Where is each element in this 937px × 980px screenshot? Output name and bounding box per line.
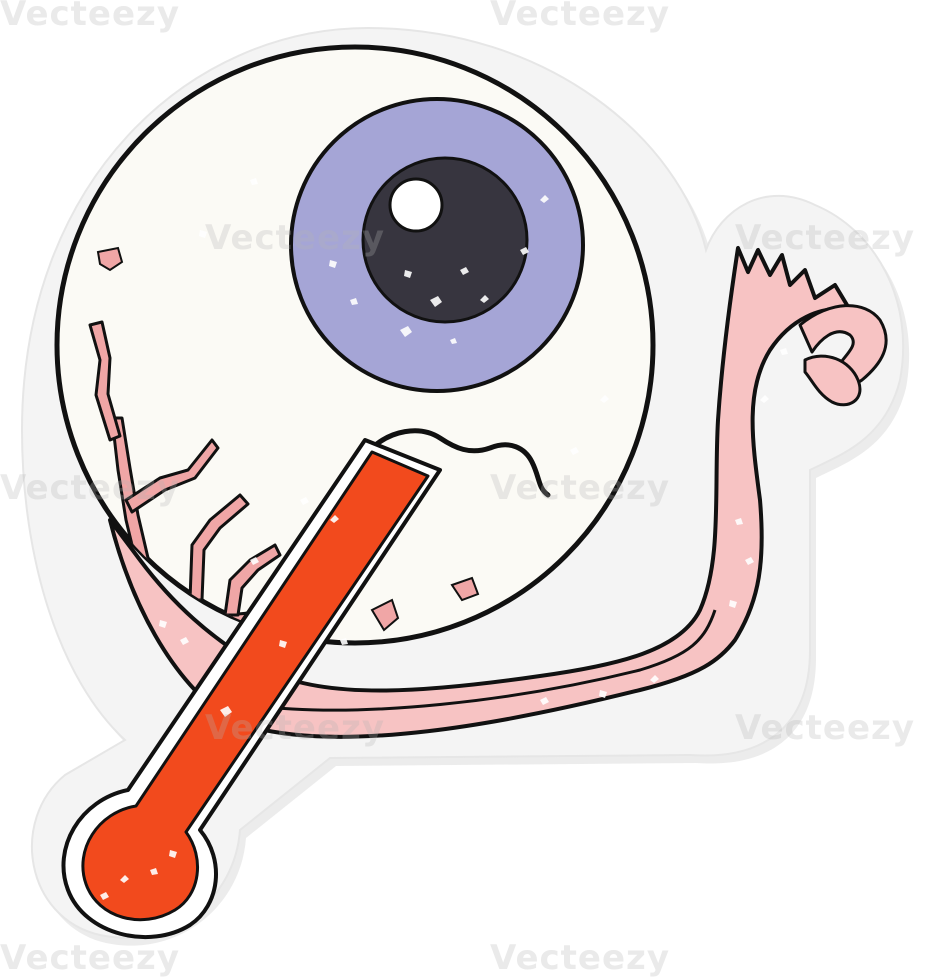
thermometer-icon xyxy=(61,438,442,940)
nerve-frayed-end xyxy=(803,354,862,407)
vein-splotch xyxy=(370,598,400,632)
vein xyxy=(88,320,122,442)
eye-highlight xyxy=(388,177,444,233)
vein-splotch xyxy=(96,246,124,272)
vein xyxy=(188,493,250,602)
pupil xyxy=(361,156,529,324)
vein xyxy=(124,438,220,514)
optic-nerve-icon xyxy=(108,246,888,739)
vein-splotch xyxy=(450,576,480,602)
vein xyxy=(223,543,282,617)
distress-texture xyxy=(100,178,788,900)
nerve-stripe xyxy=(249,609,717,712)
mouth-outline xyxy=(367,428,551,498)
thermometer-column xyxy=(81,450,430,922)
